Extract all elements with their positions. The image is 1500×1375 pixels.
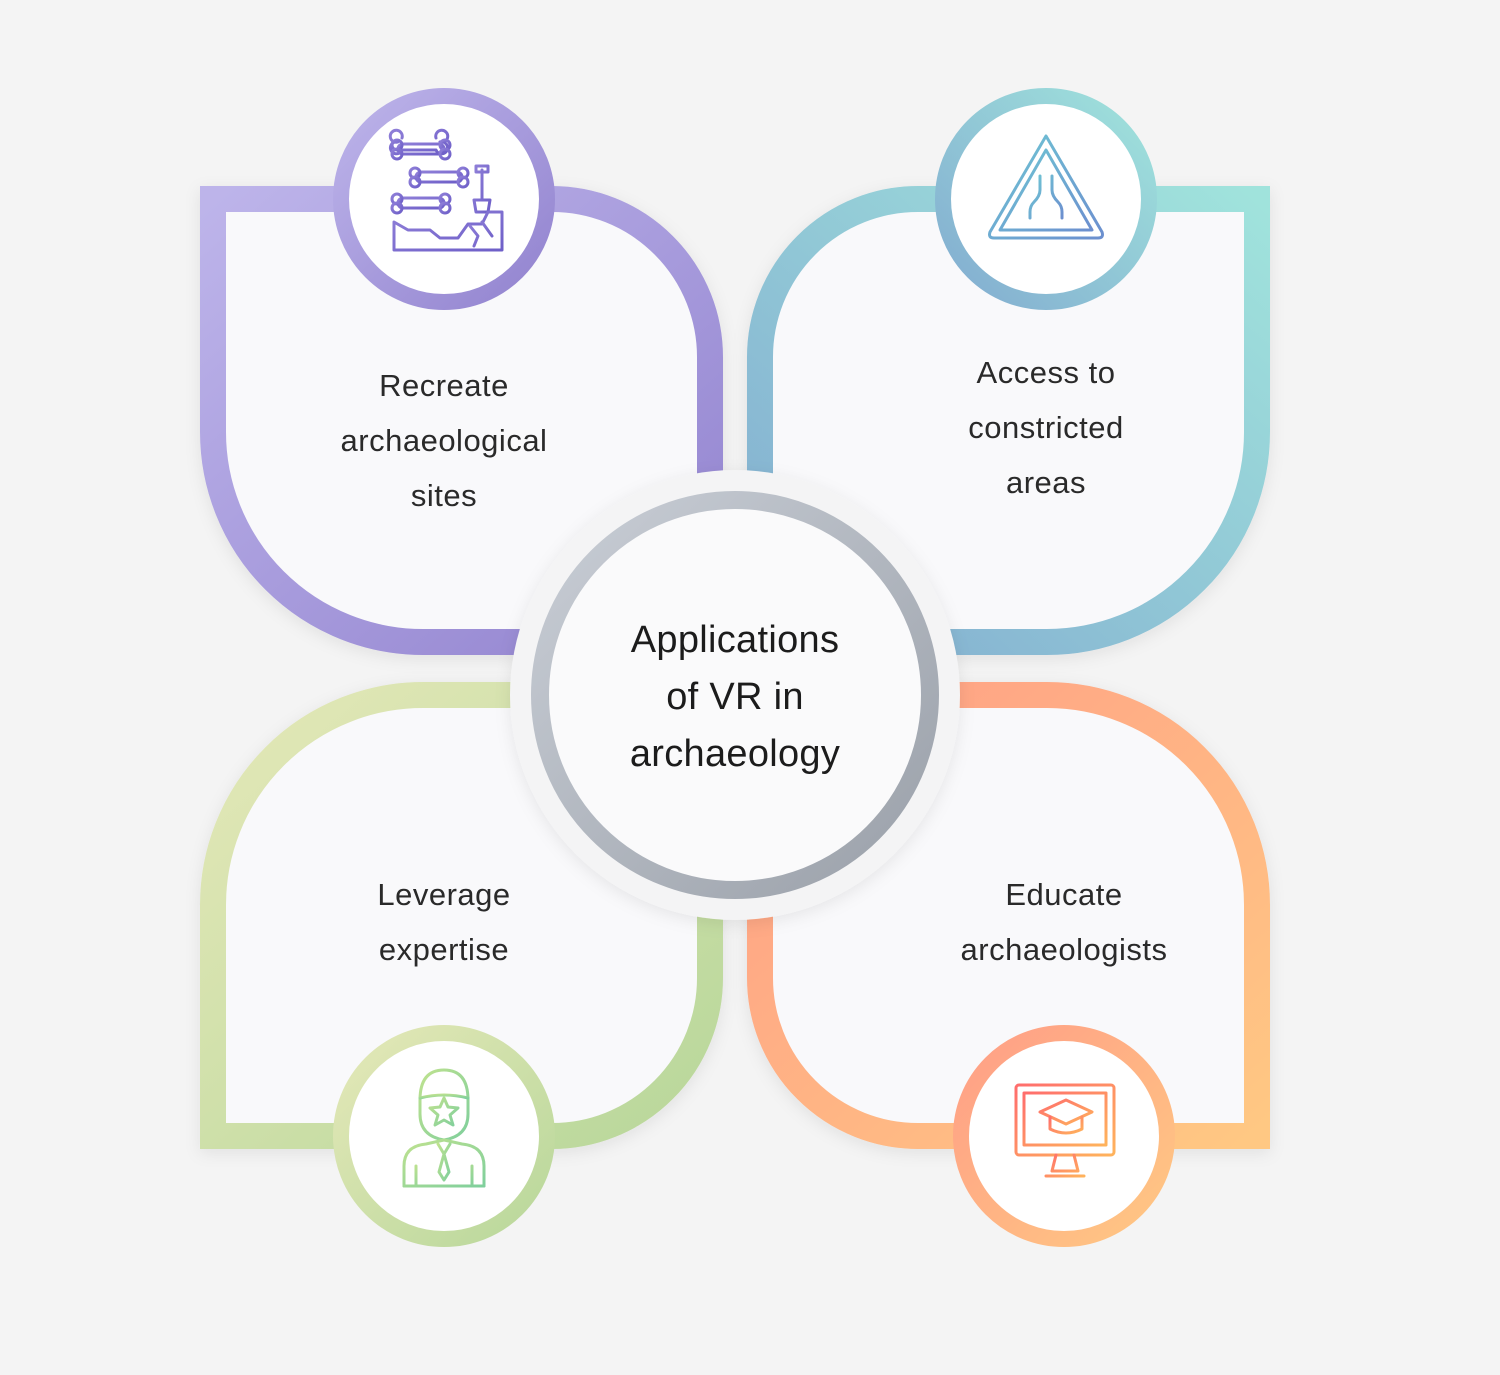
label-leverage-expertise: Leverage expertise	[294, 867, 594, 977]
label-recreate-sites: Recreate archaeological sites	[294, 358, 594, 523]
label-line: expertise	[378, 932, 510, 967]
expert-person-icon	[402, 1068, 486, 1188]
center-title-line: of VR in	[666, 676, 804, 718]
center-title-line: archaeology	[629, 733, 841, 775]
label-line: Educate	[1005, 877, 1123, 912]
label-line: Leverage	[377, 877, 511, 912]
badge-educate-archaeologists	[953, 1025, 1175, 1247]
label-line: archaeologists	[960, 932, 1168, 967]
label-line: constricted	[968, 410, 1124, 445]
label-line: sites	[410, 478, 478, 513]
center-title-line: Applications	[630, 619, 840, 661]
label-access-areas: Access to constricted areas	[896, 345, 1196, 510]
label-line: areas	[1005, 465, 1087, 500]
badge-access-areas	[935, 88, 1157, 310]
label-line: Recreate	[379, 368, 509, 403]
excavation-bones-icon	[388, 128, 504, 252]
label-line: archaeological	[340, 423, 548, 458]
label-educate-archaeologists: Educate archaeologists	[914, 867, 1214, 977]
center-hub	[510, 470, 960, 920]
badge-recreate-sites	[333, 88, 555, 310]
road-narrows-warning-icon	[988, 134, 1104, 240]
center-title: Applications of VR in archaeology	[575, 612, 895, 783]
label-line: Access to	[976, 355, 1116, 390]
online-education-monitor-icon	[1014, 1083, 1116, 1178]
badge-leverage-expertise	[333, 1025, 555, 1247]
